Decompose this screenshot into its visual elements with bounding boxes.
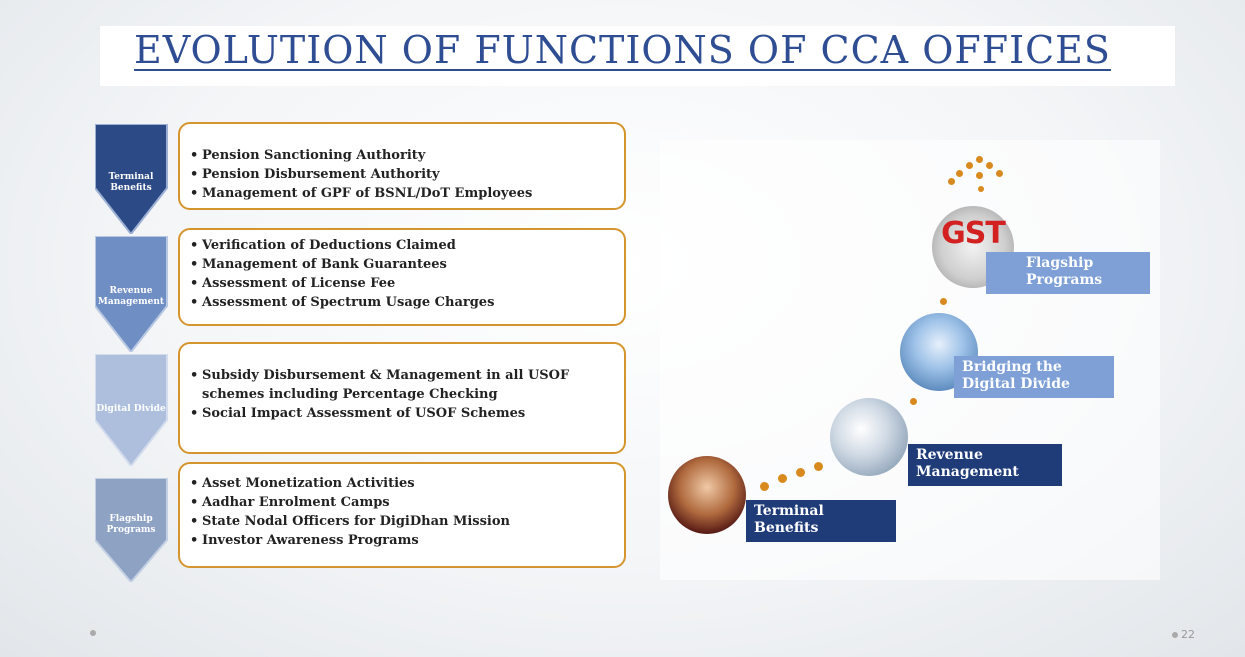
list-item: Aadhar Enrolment Camps [190, 493, 614, 512]
step-terminal-benefits: Terminal Benefits [746, 500, 896, 542]
list-item: Pension Disbursement Authority [190, 165, 614, 184]
decor-dot [976, 172, 983, 179]
row-terminal-benefits-box: Pension Sanctioning Authority Pension Di… [178, 122, 626, 210]
decor-dot [956, 170, 963, 177]
row-flagship-programs-box: Asset Monetization Activities Aadhar Enr… [178, 462, 626, 568]
terminal-benefits-photo [668, 456, 746, 534]
list-item: Management of GPF of BSNL/DoT Employees [190, 184, 614, 203]
decor-dot [996, 170, 1003, 177]
connector-dot [814, 462, 823, 471]
footer-dot-left [90, 630, 96, 636]
row-label: Terminal Benefits [108, 172, 154, 193]
row-flagship-programs-chevron: Flagship Programs [95, 478, 181, 582]
slide-number: 22 [1181, 628, 1195, 641]
row-revenue-management-box: Verification of Deductions Claimed Manag… [178, 228, 626, 326]
slide-title: EVOLUTION OF FUNCTIONS OF CCA OFFICES [134, 28, 1111, 72]
list-item: Assessment of Spectrum Usage Charges [190, 293, 614, 312]
row-digital-divide-box: Subsidy Disbursement & Management in all… [178, 342, 626, 454]
decor-dot [966, 162, 973, 169]
row-label: Revenue Management [97, 286, 165, 307]
step-flagship-programs: Flagship Programs [986, 252, 1150, 294]
connector-dot [910, 398, 917, 405]
step-bridging-digital-divide: Bridging the Digital Divide [954, 356, 1114, 398]
decor-dot [986, 162, 993, 169]
revenue-management-photo [830, 398, 908, 476]
list-item: State Nodal Officers for DigiDhan Missio… [190, 512, 614, 531]
connector-dot [796, 468, 805, 477]
list-item: Social Impact Assessment of USOF Schemes [190, 404, 614, 423]
gst-logo: GST [941, 216, 1006, 251]
row-label: Flagship Programs [106, 514, 156, 535]
connector-dot [940, 298, 947, 305]
list-item: Subsidy Disbursement & Management in all… [190, 366, 614, 404]
list-item: Assessment of License Fee [190, 274, 614, 293]
list-item: Verification of Deductions Claimed [190, 236, 614, 255]
decor-dot [976, 156, 983, 163]
list-item: Pension Sanctioning Authority [190, 146, 614, 165]
row-digital-divide-chevron: Digital Divide [95, 354, 181, 466]
row-terminal-benefits-chevron: Terminal Benefits [95, 124, 181, 234]
list-item: Management of Bank Guarantees [190, 255, 614, 274]
connector-dot [778, 474, 787, 483]
decor-dot [948, 178, 955, 185]
decor-dot [978, 186, 984, 192]
list-item: Investor Awareness Programs [190, 531, 614, 550]
step-revenue-management: Revenue Management [908, 444, 1062, 486]
title-band [100, 26, 1175, 86]
row-label: Digital Divide [96, 404, 166, 414]
footer-dot-right [1172, 632, 1178, 638]
row-revenue-management-chevron: Revenue Management [95, 236, 181, 352]
list-item: Asset Monetization Activities [190, 474, 614, 493]
connector-dot [760, 482, 769, 491]
